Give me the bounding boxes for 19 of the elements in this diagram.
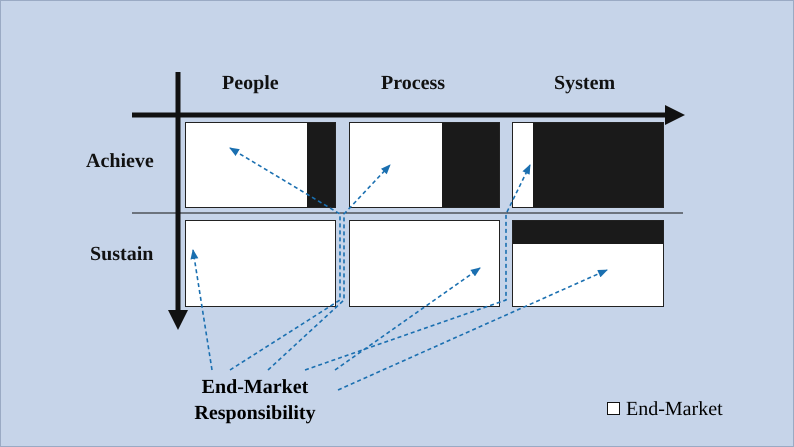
dashed-arrow	[229, 147, 341, 371]
matrix-cell	[185, 220, 336, 307]
legend-label: End-Market	[626, 398, 723, 421]
dashed-arrow	[304, 164, 531, 371]
matrix-cell	[512, 220, 664, 307]
dashed-arrow	[334, 267, 481, 371]
dashed-arrow	[338, 269, 608, 391]
annotation-text: End-Market Responsibility	[193, 375, 317, 426]
matrix-cell	[349, 122, 500, 208]
matrix-cell	[185, 122, 336, 208]
dashed-arrow	[190, 249, 213, 370]
dashed-arrow	[267, 164, 391, 371]
row-header: Achieve	[86, 150, 154, 173]
matrix-cell	[512, 122, 664, 208]
row-header: Sustain	[90, 243, 154, 266]
column-header: Process	[381, 72, 446, 95]
column-header: System	[554, 72, 616, 95]
column-header: People	[222, 72, 279, 95]
matrix-cell	[349, 220, 500, 307]
